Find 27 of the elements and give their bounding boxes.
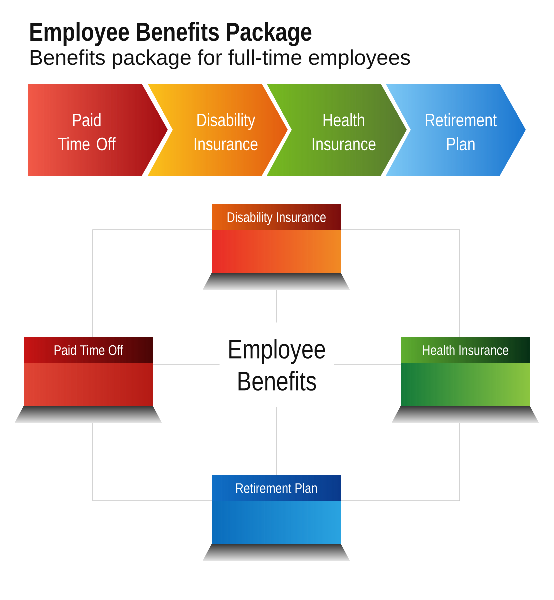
central-label: Employee Benefits	[230, 339, 326, 391]
connector-line	[276, 290, 278, 324]
process-step	[148, 84, 288, 176]
connector-line	[153, 364, 220, 366]
connector-line	[276, 406, 278, 476]
process-step	[267, 84, 407, 176]
card-title: Retirement Plan	[236, 483, 318, 494]
card-title: Paid Time Off	[54, 345, 124, 356]
card-title: Health Insurance	[423, 345, 509, 356]
process-step	[28, 84, 168, 176]
category-card	[203, 204, 350, 290]
connector-line	[341, 423, 460, 502]
card-title: Disability Insurance	[228, 212, 326, 226]
category-card	[203, 475, 350, 561]
step-label: Disability Insurance	[194, 113, 258, 151]
process-step	[386, 84, 526, 176]
category-card	[15, 337, 162, 423]
category-card	[392, 337, 539, 423]
subtitle: Benefits package for full-time employees	[30, 50, 410, 70]
connector-line	[92, 230, 212, 338]
step-label: Paid Time Off	[58, 113, 116, 151]
connector-line	[334, 364, 402, 366]
connector-line	[341, 230, 460, 338]
title: Employee Benefits Package	[30, 22, 312, 47]
step-label: Retirement Plan	[426, 113, 497, 151]
connector-line	[92, 423, 212, 502]
step-label: Health Insurance	[312, 113, 376, 151]
